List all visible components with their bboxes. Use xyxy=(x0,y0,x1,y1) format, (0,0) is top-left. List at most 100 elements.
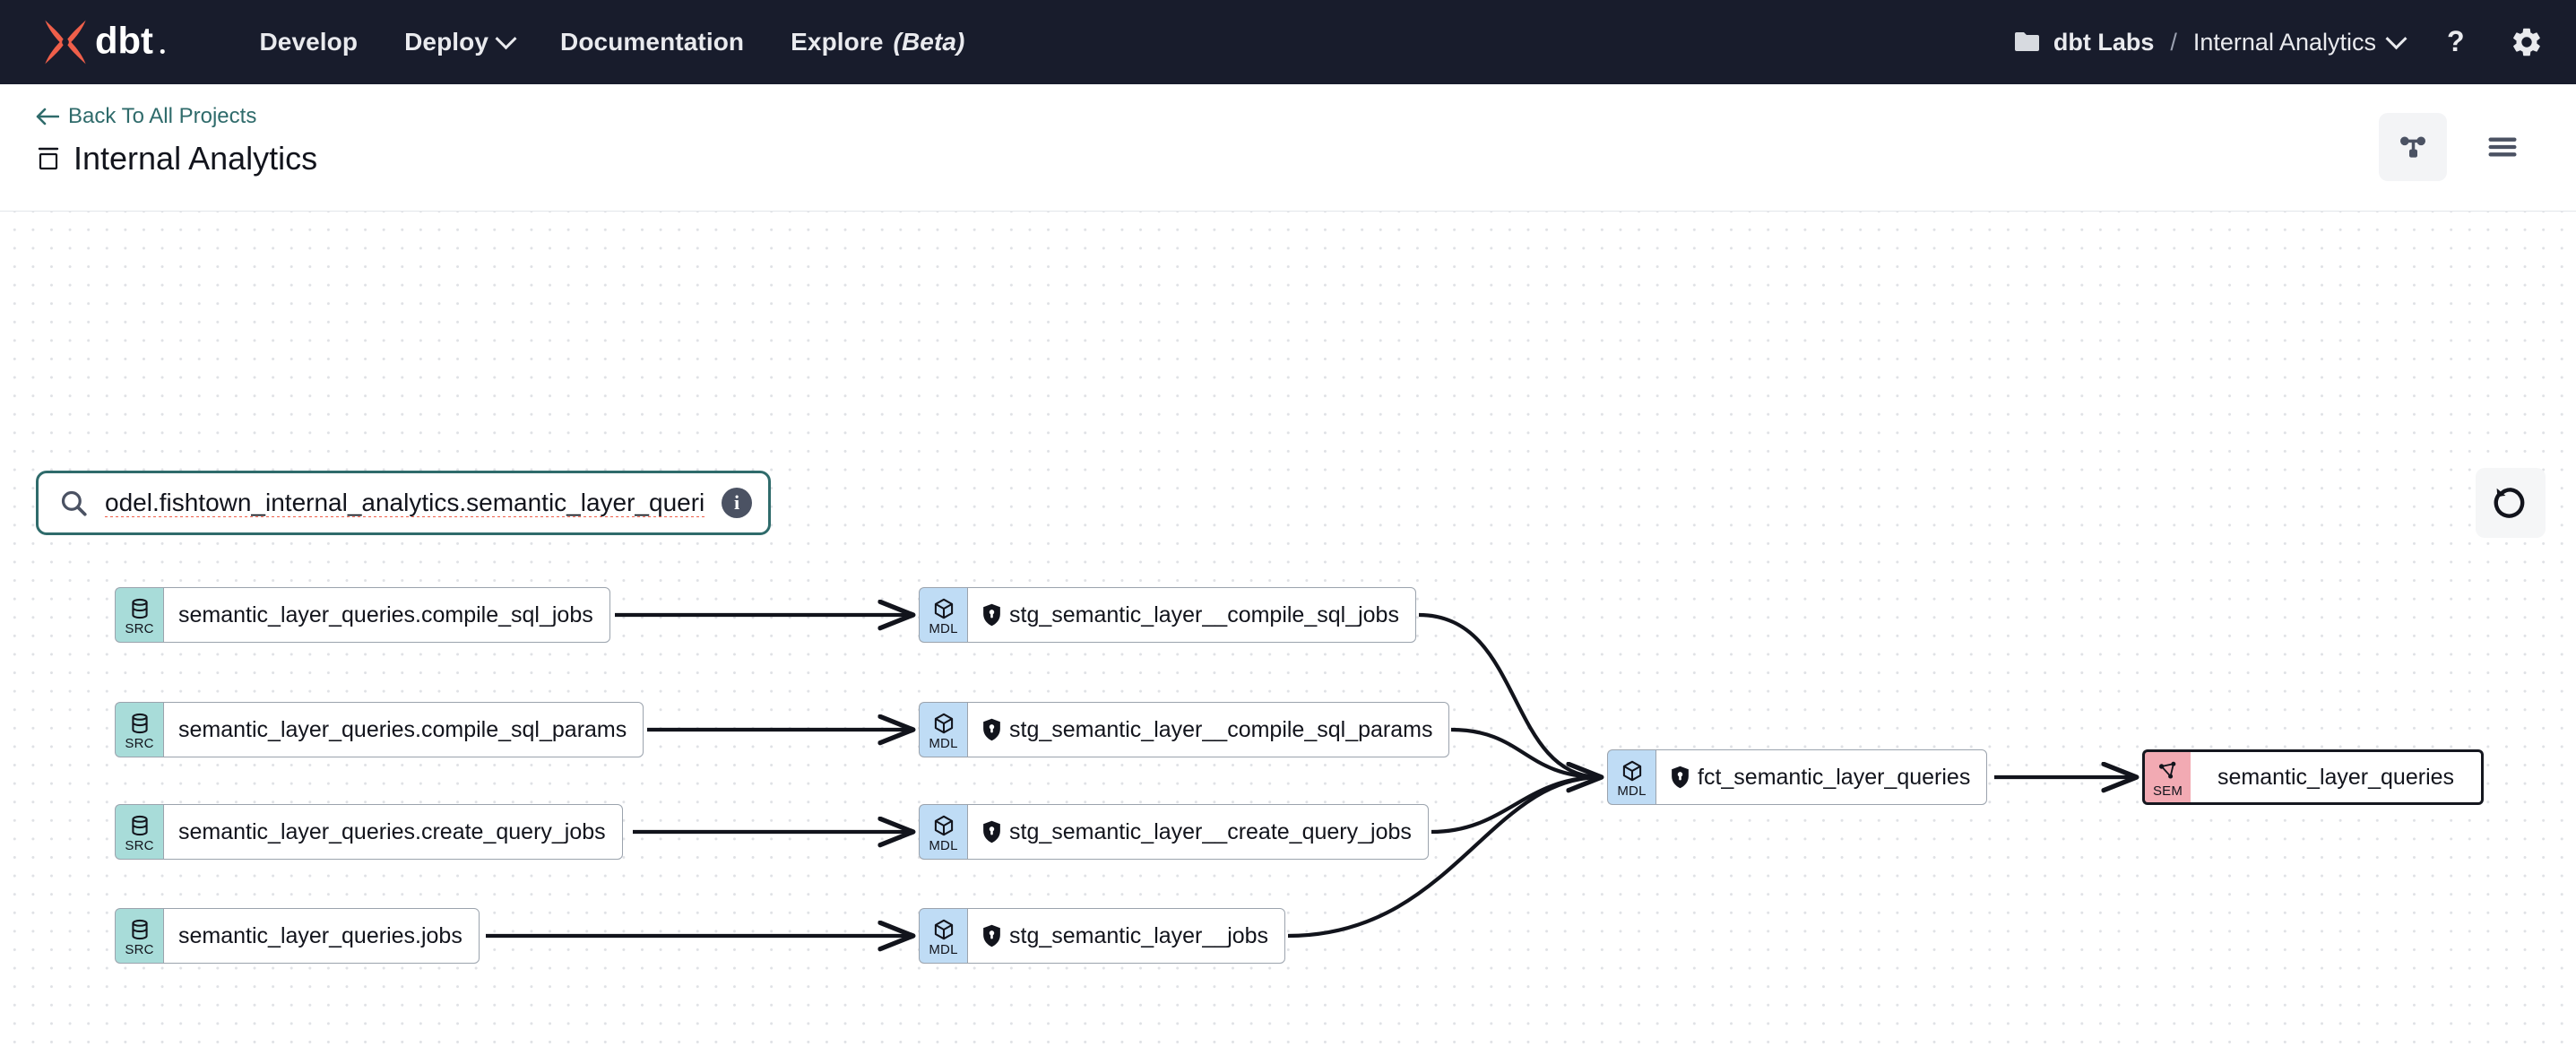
node-type-label: MDL xyxy=(1617,783,1647,799)
lineage-node-mdl-stg-compile-sql-jobs[interactable]: MDL stg_semantic_layer__compile_sql_jobs xyxy=(919,587,1419,643)
cube-icon xyxy=(934,919,953,939)
cube-icon xyxy=(934,713,953,733)
nav-link-develop-label: Develop xyxy=(259,28,359,56)
node-type-badge-src: SRC xyxy=(115,587,163,643)
page-title: Internal Analytics xyxy=(73,140,318,177)
node-type-badge-mdl: MDL xyxy=(919,908,967,964)
nav-link-documentation[interactable]: Documentation xyxy=(560,28,744,56)
node-label: stg_semantic_layer__jobs xyxy=(1009,922,1269,948)
node-body: stg_semantic_layer__compile_sql_jobs xyxy=(967,587,1416,643)
lineage-node-mdl-stg-compile-sql-params[interactable]: MDL stg_semantic_layer__compile_sql_para… xyxy=(919,702,1451,757)
node-body: semantic_layer_queries.jobs xyxy=(163,908,480,964)
node-body: semantic_layer_queries.create_query_jobs xyxy=(163,804,623,860)
node-label: stg_semantic_layer__compile_sql_jobs xyxy=(1009,601,1399,627)
node-type-label: MDL xyxy=(929,620,958,636)
list-view-button[interactable] xyxy=(2468,113,2537,181)
question-mark-icon: ? xyxy=(2447,25,2465,57)
node-body: stg_semantic_layer__create_query_jobs xyxy=(967,804,1429,860)
database-icon xyxy=(38,147,59,170)
node-body: fct_semantic_layer_queries xyxy=(1655,749,1988,805)
reset-graph-button[interactable] xyxy=(2476,468,2546,538)
lineage-node-mdl-stg-jobs[interactable]: MDL stg_semantic_layer__jobs xyxy=(919,908,1288,964)
svg-text:?: ? xyxy=(2447,25,2465,57)
lineage-node-src-jobs[interactable]: SRC semantic_layer_queries.jobs xyxy=(115,908,486,964)
node-label: semantic_layer_queries.compile_sql_param… xyxy=(178,716,627,742)
dbt-logo[interactable]: dbt xyxy=(39,16,207,68)
org-name: dbt Labs xyxy=(2053,28,2155,56)
lineage-node-mdl-fct-semantic-layer-queries[interactable]: MDL fct_semantic_layer_queries xyxy=(1607,749,1994,805)
nav-link-explore-label: Explore xyxy=(791,28,884,56)
node-label: semantic_layer_queries.jobs xyxy=(178,922,462,948)
lineage-node-sem-semantic-layer-queries[interactable]: SEM semantic_layer_queries xyxy=(2142,749,2485,805)
node-type-badge-mdl: MDL xyxy=(919,804,967,860)
dbt-logo-wordmark: dbt xyxy=(95,22,165,62)
project-subheader: Back To All Projects Internal Analytics xyxy=(0,84,2576,212)
page-title-row: Internal Analytics xyxy=(36,140,317,177)
node-type-label: SRC xyxy=(125,735,154,751)
node-type-badge-src: SRC xyxy=(115,804,163,860)
lineage-node-src-create-query-jobs[interactable]: SRC semantic_layer_queries.create_query_… xyxy=(115,804,633,860)
shield-lock-icon xyxy=(1672,766,1689,789)
node-type-badge-src: SRC xyxy=(115,908,163,964)
node-type-label: SRC xyxy=(125,941,154,957)
chevron-down-icon xyxy=(2385,27,2407,49)
navbar-right-group: dbt Labs / Internal Analytics ? xyxy=(2014,25,2544,59)
node-type-label: MDL xyxy=(929,941,958,957)
hamburger-list-icon xyxy=(2488,137,2517,157)
view-mode-toggle-group xyxy=(2379,104,2537,181)
lineage-node-src-compile-sql-jobs[interactable]: SRC semantic_layer_queries.compile_sql_j… xyxy=(115,587,615,643)
node-body: semantic_layer_queries xyxy=(2191,749,2485,805)
breadcrumb-separator: / xyxy=(2170,28,2177,56)
org-breadcrumb[interactable]: dbt Labs xyxy=(2014,28,2155,56)
database-cylinder-icon xyxy=(131,598,148,619)
node-label: semantic_layer_queries xyxy=(2217,764,2455,790)
node-body: stg_semantic_layer__compile_sql_params xyxy=(967,702,1450,757)
help-button[interactable]: ? xyxy=(2442,25,2472,59)
lineage-canvas[interactable]: odel.fishtown_internal_analytics.semanti… xyxy=(0,212,2576,1047)
node-body: stg_semantic_layer__jobs xyxy=(967,908,1286,964)
nav-link-deploy-label: Deploy xyxy=(404,28,489,56)
search-input[interactable]: odel.fishtown_internal_analytics.semanti… xyxy=(105,489,705,516)
shield-lock-icon xyxy=(983,603,1000,627)
settings-button[interactable] xyxy=(2510,25,2544,59)
node-type-label: MDL xyxy=(929,735,958,751)
node-type-badge-mdl: MDL xyxy=(1607,749,1655,805)
lineage-node-mdl-stg-create-query-jobs[interactable]: MDL stg_semantic_layer__create_query_job… xyxy=(919,804,1431,860)
info-icon[interactable]: i xyxy=(722,488,752,518)
node-type-badge-src: SRC xyxy=(115,702,163,757)
cube-icon xyxy=(934,815,953,835)
back-to-all-projects-link[interactable]: Back To All Projects xyxy=(36,104,317,129)
lineage-node-src-compile-sql-params[interactable]: SRC semantic_layer_queries.compile_sql_p… xyxy=(115,702,647,757)
edge-mdl2-fct xyxy=(1450,727,1602,780)
nav-link-explore[interactable]: Explore (Beta) xyxy=(791,28,964,56)
search-icon xyxy=(61,490,87,516)
project-breadcrumb-selector[interactable]: Internal Analytics xyxy=(2192,27,2407,56)
back-link-label: Back To All Projects xyxy=(68,104,257,128)
node-type-label: SEM xyxy=(2152,783,2183,799)
lineage-graph-icon xyxy=(2400,136,2425,158)
node-type-badge-mdl: MDL xyxy=(919,702,967,757)
lineage-search-box[interactable]: odel.fishtown_internal_analytics.semanti… xyxy=(36,471,771,535)
node-type-badge-sem: SEM xyxy=(2142,749,2191,805)
node-type-badge-mdl: MDL xyxy=(919,587,967,643)
nav-link-explore-beta-label: (Beta) xyxy=(893,28,965,56)
shield-lock-icon xyxy=(983,820,1000,844)
gear-icon xyxy=(2513,28,2540,56)
nav-link-documentation-label: Documentation xyxy=(560,28,745,56)
edge-mdl3-fct xyxy=(1431,774,1602,835)
folder-icon xyxy=(2014,32,2039,51)
reset-rotate-ccw-icon xyxy=(2494,488,2525,518)
project-name: Internal Analytics xyxy=(2192,28,2376,56)
node-label: stg_semantic_layer__compile_sql_params xyxy=(1009,716,1433,742)
cube-icon xyxy=(934,598,953,619)
shield-lock-icon xyxy=(983,924,1000,947)
node-body: semantic_layer_queries.compile_sql_param… xyxy=(163,702,644,757)
node-type-label: MDL xyxy=(929,837,958,853)
nav-link-develop[interactable]: Develop xyxy=(259,28,358,56)
top-navbar: dbt Develop Deploy Documentation Explore… xyxy=(0,0,2576,84)
cube-icon xyxy=(1622,760,1641,781)
database-cylinder-icon xyxy=(131,713,148,733)
node-type-label: SRC xyxy=(125,837,154,853)
lineage-view-button[interactable] xyxy=(2379,113,2447,181)
nav-link-deploy[interactable]: Deploy xyxy=(404,27,517,56)
